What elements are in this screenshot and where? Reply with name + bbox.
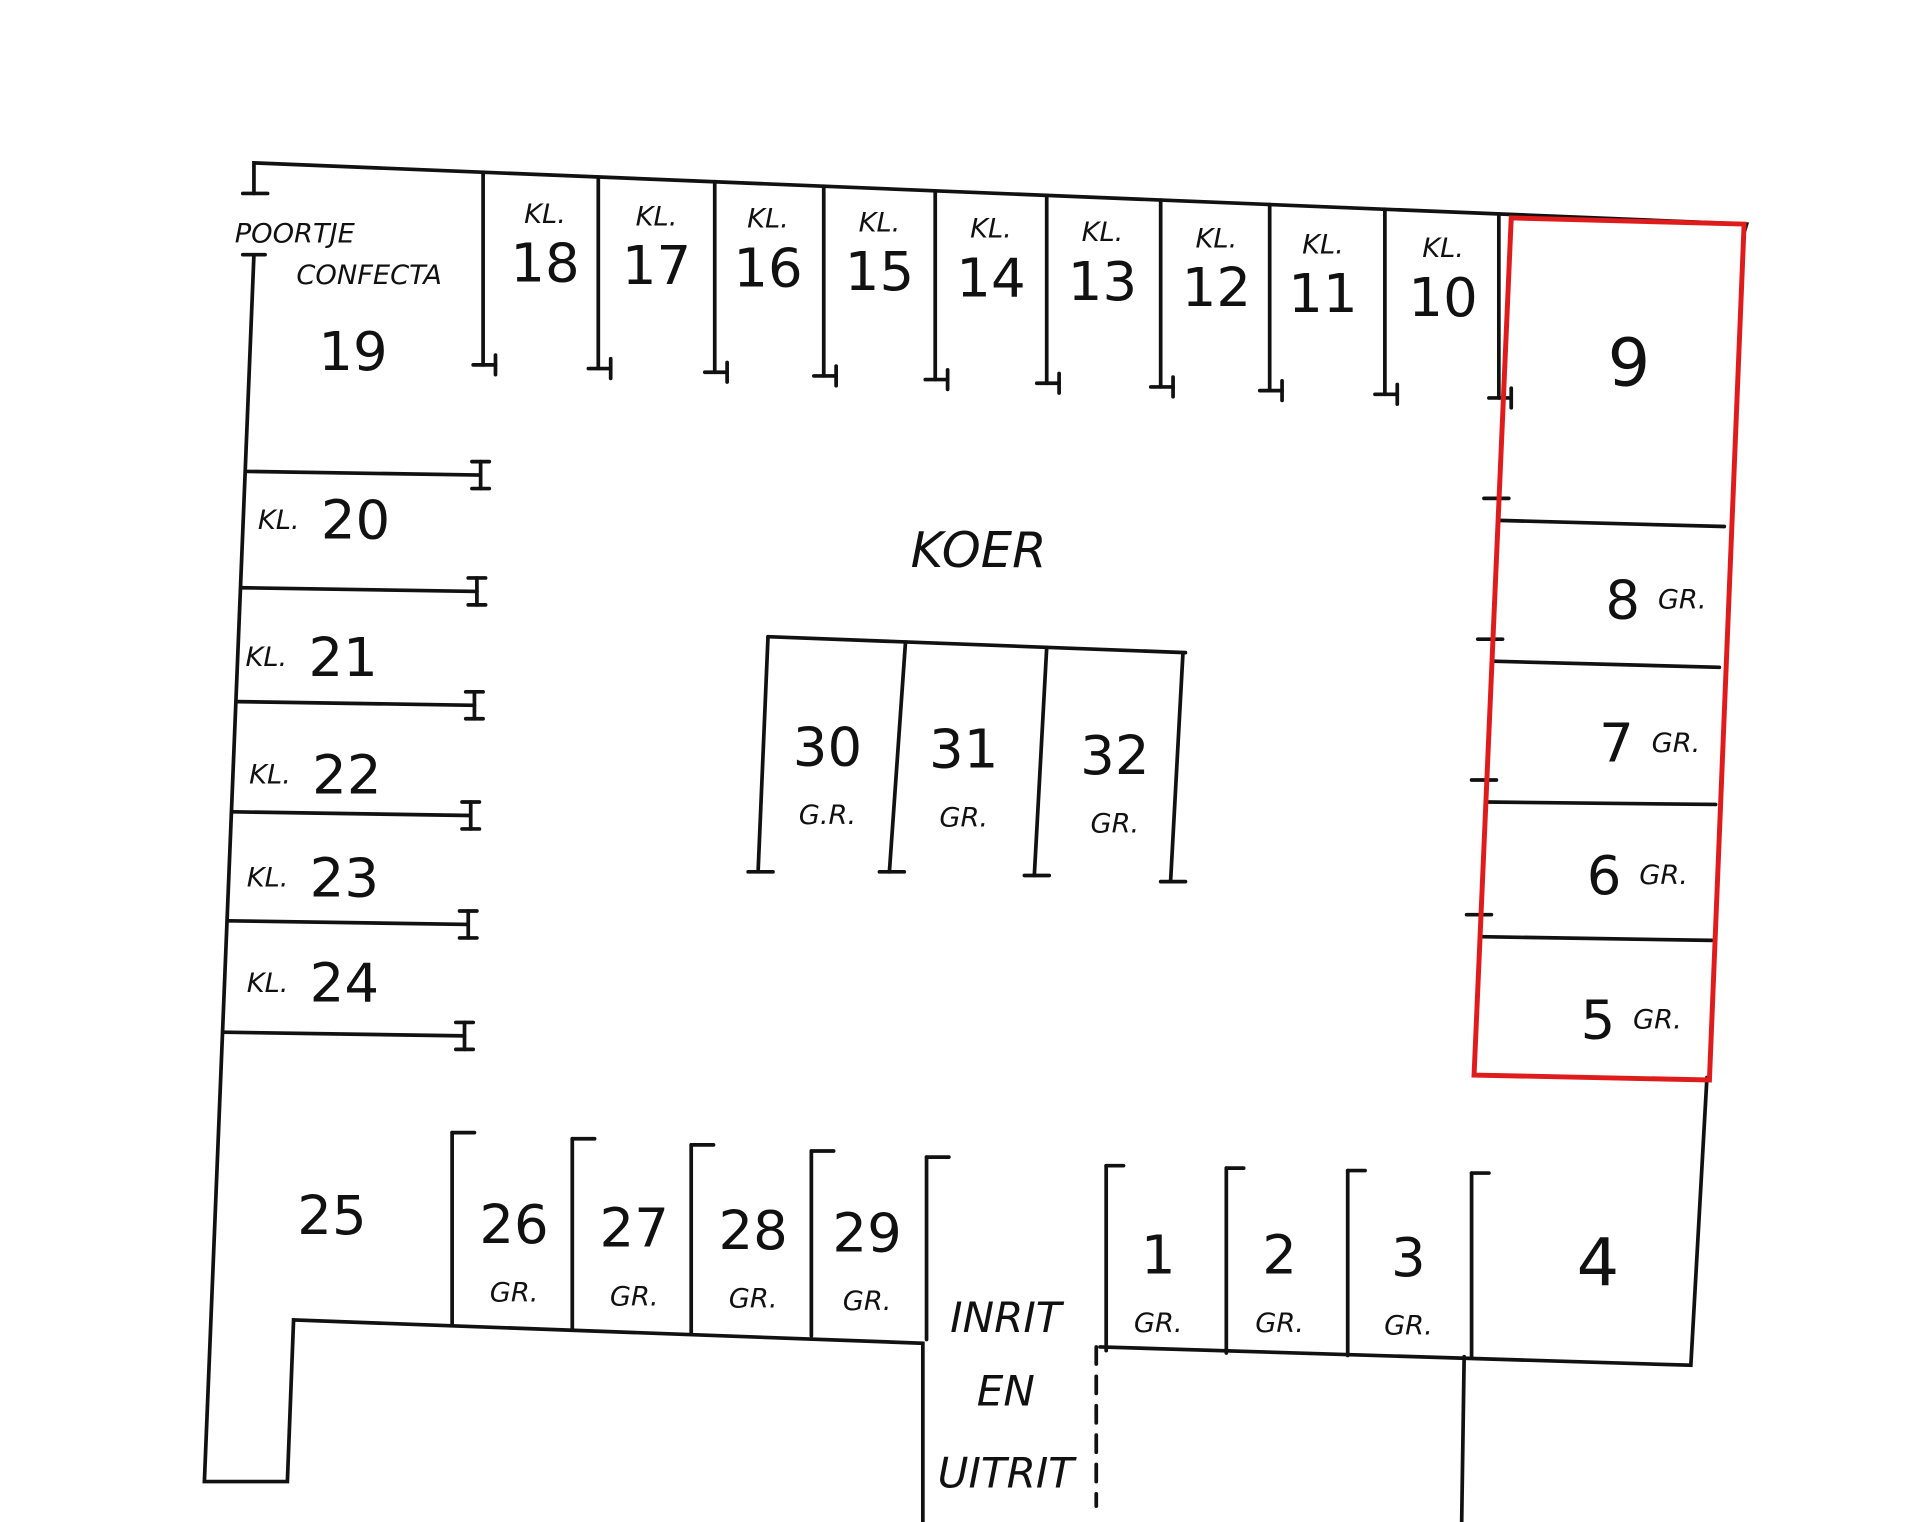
unit-type-26: GR. (490, 1278, 539, 1309)
divider-line (1032, 645, 1049, 878)
divider-line (226, 918, 471, 927)
unit-type-1: GR. (1134, 1308, 1183, 1339)
unit-number-1: 1 (1141, 1224, 1176, 1287)
unit-type-15: KL. (859, 208, 901, 239)
unit-type-3: GR. (1384, 1311, 1433, 1342)
entrance-label: UITRIT (938, 1449, 1078, 1498)
unit-number-15: 15 (845, 240, 914, 303)
unit-type-22: KL. (249, 760, 291, 791)
unit-number-10: 10 (1408, 266, 1477, 329)
divider-line (1484, 800, 1718, 807)
unit-type-31: GR. (939, 803, 988, 834)
unit-number-11: 11 (1288, 263, 1357, 326)
unit-number-3: 3 (1391, 1226, 1426, 1289)
entrance-label: EN (977, 1367, 1035, 1416)
unit-number-29: 29 (832, 1202, 901, 1265)
unit-number-6: 6 (1587, 844, 1622, 907)
unit-type-23: KL. (247, 863, 289, 894)
divider-line (766, 634, 1188, 655)
unit-type-5: GR. (1633, 1005, 1682, 1036)
unit-type-21: KL. (245, 642, 287, 673)
unit-type-24: KL. (247, 968, 289, 999)
divider-line (239, 585, 479, 594)
unit-number-13: 13 (1068, 250, 1137, 313)
unit-type-14: KL. (970, 214, 1012, 245)
unit-number-30: 30 (793, 716, 862, 779)
unit-number-2: 2 (1262, 1224, 1297, 1287)
unit-number-16: 16 (733, 237, 802, 300)
unit-type-28: GR. (729, 1284, 778, 1315)
unit-type-13: KL. (1082, 217, 1124, 248)
unit-type-16: KL. (747, 204, 789, 235)
unit-labels: 18KL.17KL.16KL.15KL.14KL.13KL.12KL.11KL.… (245, 199, 1706, 1342)
unit-type-8: GR. (1658, 585, 1707, 616)
unit-number-31: 31 (929, 718, 998, 781)
divider-line (231, 809, 473, 818)
unit-number-32: 32 (1080, 724, 1149, 787)
unit-number-18: 18 (510, 232, 579, 295)
gate-label: CONFECTA (296, 260, 441, 291)
divider-line (887, 640, 908, 874)
divider-line (1496, 518, 1727, 529)
unit-number-27: 27 (600, 1197, 669, 1260)
divider-line (245, 469, 483, 477)
divider-line (1479, 934, 1714, 943)
unit-number-8: 8 (1605, 569, 1640, 632)
unit-number-7: 7 (1599, 712, 1634, 775)
unit-number-22: 22 (312, 744, 381, 807)
stall-dividers (221, 170, 1727, 1360)
gate-label: POORTJE (235, 219, 356, 250)
unit-type-27: GR. (610, 1281, 659, 1312)
unit-type-20: KL. (258, 505, 300, 536)
entrance-label: INRIT (950, 1293, 1065, 1342)
unit-type-32: GR. (1090, 809, 1139, 840)
divider-line (1168, 650, 1185, 884)
divider-line (756, 634, 770, 874)
unit-type-12: KL. (1196, 223, 1238, 254)
unit-number-12: 12 (1182, 256, 1251, 319)
unit-number-20: 20 (321, 489, 390, 552)
divider-line (235, 699, 477, 708)
unit-number-25: 25 (297, 1185, 366, 1248)
courtyard-label: KOER (911, 521, 1047, 579)
unit-number-24: 24 (310, 952, 379, 1015)
unit-number-4: 4 (1577, 1224, 1620, 1302)
unit-type-30: G.R. (799, 800, 856, 831)
divider-line (1490, 659, 1722, 670)
unit-number-28: 28 (718, 1199, 787, 1262)
unit-number-5: 5 (1581, 989, 1616, 1052)
unit-type-6: GR. (1639, 860, 1688, 891)
unit-type-2: GR. (1255, 1308, 1304, 1339)
unit-number-19: 19 (318, 320, 387, 383)
highlight-box (1471, 215, 1747, 1083)
unit-number-9: 9 (1608, 324, 1651, 402)
unit-type-18: KL. (524, 199, 566, 230)
unit-type-17: KL. (636, 201, 678, 232)
unit-number-21: 21 (308, 626, 377, 689)
divider-line (221, 1030, 467, 1038)
unit-number-17: 17 (622, 234, 691, 297)
unit-number-26: 26 (479, 1193, 548, 1256)
unit-type-10: KL. (1422, 233, 1464, 264)
unit-type-11: KL. (1302, 230, 1344, 261)
unit-type-7: GR. (1652, 728, 1701, 759)
unit-number-14: 14 (956, 247, 1025, 310)
unit-type-29: GR. (843, 1286, 892, 1317)
unit-number-23: 23 (310, 847, 379, 910)
